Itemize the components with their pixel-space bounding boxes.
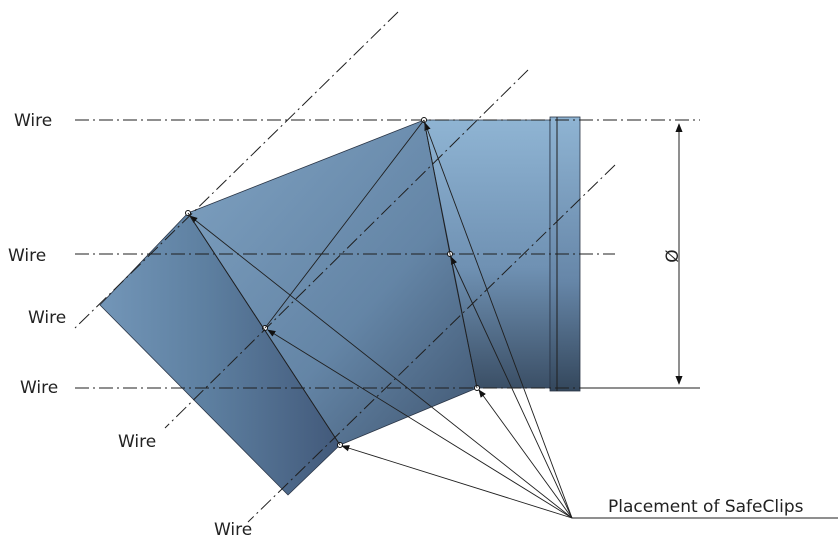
safeclip-leaders <box>187 119 838 519</box>
wire-line-diag-left <box>74 11 399 329</box>
wire-line-diag-bottom <box>247 164 616 523</box>
horizontal-wire-lines <box>75 119 700 389</box>
leader-line <box>189 215 573 519</box>
leader-line-secondary <box>423 119 451 255</box>
diameter-dimension: Ø <box>663 123 683 385</box>
leader-line <box>478 389 573 519</box>
leader-line <box>450 256 573 519</box>
safeclip-points <box>185 117 480 448</box>
wire-label-top: Wire <box>14 111 52 131</box>
wire-label-lower: Wire <box>20 378 58 398</box>
wire-line-diag-center <box>164 69 529 429</box>
leader-line-secondary <box>264 119 425 329</box>
leader-line <box>424 122 573 519</box>
leader-line <box>341 445 573 519</box>
leader-line-secondary <box>449 253 478 389</box>
wire-label-middle: Wire <box>8 246 46 266</box>
wire-labels: Wire Wire Wire Wire Wire Wire Placement … <box>8 111 804 540</box>
wire-label-diagonal: Wire <box>118 432 156 452</box>
leader-line <box>267 329 573 519</box>
wire-label-bottom: Wire <box>214 520 252 540</box>
pipe-body <box>99 116 581 496</box>
diameter-symbol: Ø <box>663 249 683 262</box>
leader-line-secondary <box>187 212 341 446</box>
placement-label: Placement of SafeClips <box>608 497 804 517</box>
diagonal-wire-lines <box>74 11 616 523</box>
wire-label-left: Wire <box>28 308 66 328</box>
